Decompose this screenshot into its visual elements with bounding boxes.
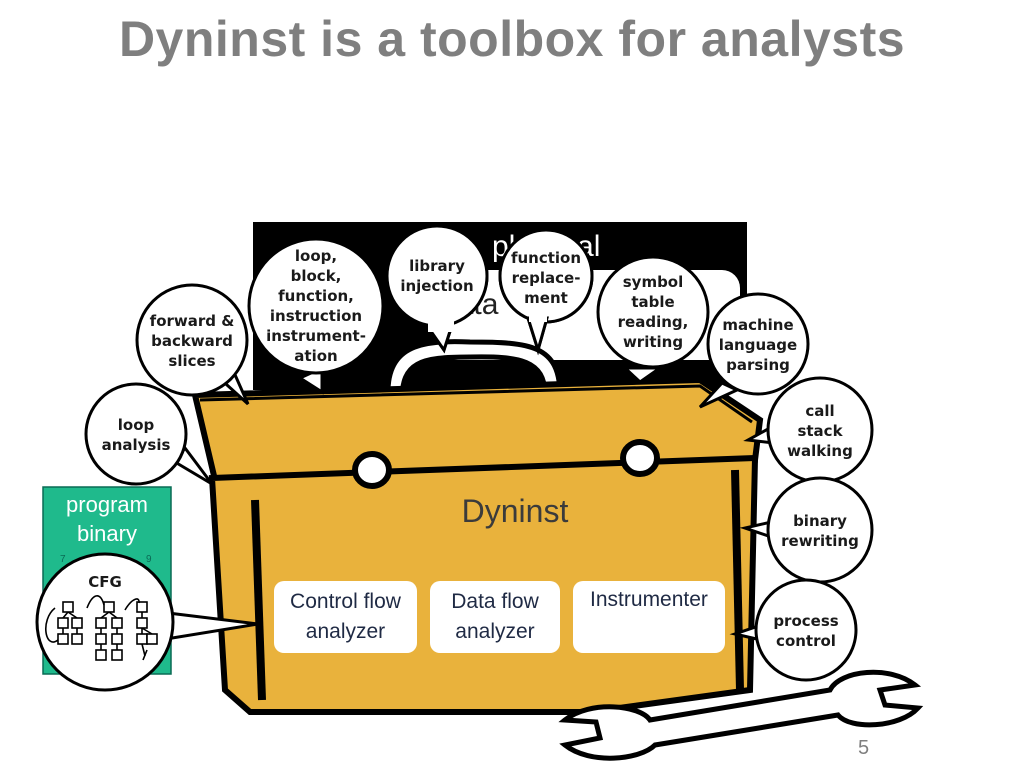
bubble-symbol-table — [596, 255, 710, 369]
cfg-label: CFG — [88, 573, 122, 591]
slide-title: Dyninst is a toolbox for analysts — [118, 11, 906, 67]
toolbox-label: Dyninst — [461, 493, 569, 529]
bubble-loop-analysis — [84, 382, 188, 486]
bubble-instrumentation — [247, 237, 385, 375]
binary-tick-right: 9 — [146, 554, 152, 565]
bubble-machine-language-parsing — [706, 292, 810, 396]
bubble-forward-backward-slices — [135, 283, 249, 397]
page-number: 5 — [858, 737, 870, 759]
cfg-graph-icon — [45, 595, 158, 661]
wrench-graphic — [558, 669, 924, 761]
right-latch — [620, 439, 660, 477]
module-instrumenter: Instrumenter — [573, 581, 725, 653]
binary-tick-left: 7 — [60, 554, 66, 565]
bubble-process-control — [754, 578, 858, 682]
left-latch — [352, 451, 392, 489]
